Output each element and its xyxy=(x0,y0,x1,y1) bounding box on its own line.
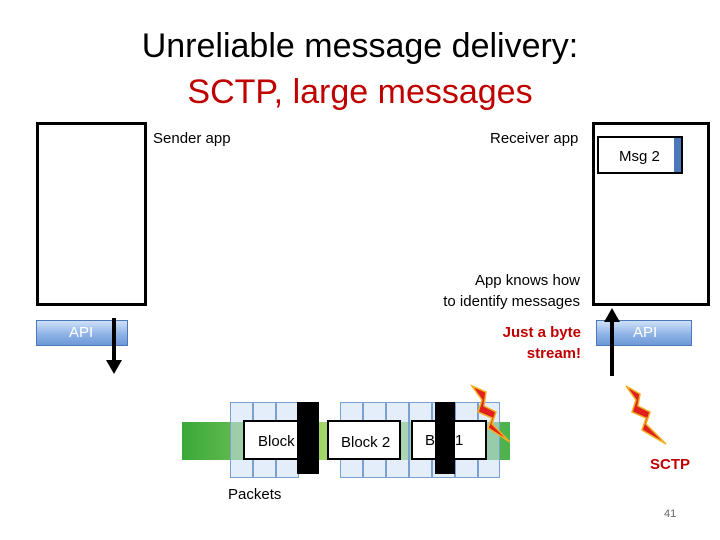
sender-api-label: API xyxy=(69,324,94,341)
slide-number: 41 xyxy=(664,508,677,520)
block-box: Block 2 xyxy=(327,420,401,460)
packets-label: Packets xyxy=(228,486,282,503)
block-label: Block xyxy=(258,433,295,450)
receiver-app-label: Receiver app xyxy=(490,130,579,147)
sender-app-label: Sender app xyxy=(153,130,231,147)
block-separator xyxy=(435,402,455,474)
receiver-note: App knows how to identify messages xyxy=(410,270,580,312)
lightning-icon xyxy=(470,384,511,443)
stream-note: Just a byte stream! xyxy=(470,322,581,364)
lightning-icon xyxy=(625,385,667,445)
receiver-api-label: API xyxy=(633,324,658,341)
message-box-edge xyxy=(674,138,681,172)
stream-note-line2: stream! xyxy=(526,345,581,362)
block-box: Block xyxy=(243,420,301,460)
arrow-up-icon xyxy=(604,308,620,376)
receiver-note-line1: App knows how xyxy=(474,272,580,289)
sender-app-box xyxy=(36,122,147,306)
message-box: Msg 2 xyxy=(597,136,683,174)
block-label: Block 2 xyxy=(341,434,391,451)
protocol-label: SCTP xyxy=(650,456,691,473)
arrow-down-icon xyxy=(106,318,122,374)
stream-note-line1: Just a byte xyxy=(502,324,581,341)
message-label: Msg 2 xyxy=(619,148,660,165)
slide-title-line2: SCTP, large messages xyxy=(187,73,533,111)
slide-title-line1: Unreliable message delivery: xyxy=(141,27,579,65)
receiver-note-line2: to identify messages xyxy=(443,293,580,310)
block-separator xyxy=(297,402,319,474)
